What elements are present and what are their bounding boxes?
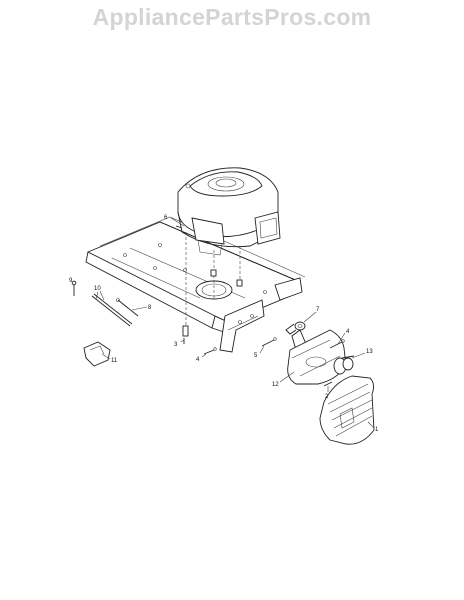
callout-1: 1 <box>375 427 379 433</box>
rod-part-8 <box>116 298 139 317</box>
screw-part-4-upper <box>329 339 345 349</box>
screw-part-2 <box>323 381 333 387</box>
bracket-part-11 <box>83 341 111 367</box>
leader-lines <box>99 217 375 429</box>
callout-9: 9 <box>69 278 73 284</box>
callout-3: 3 <box>174 342 178 348</box>
screw-part-4-lower <box>203 347 217 355</box>
callout-2: 2 <box>325 394 329 400</box>
callout-8: 8 <box>148 305 152 311</box>
spark-arrestor-part-13 <box>333 355 355 375</box>
muffler-part-12 <box>287 329 347 385</box>
callout-labels: 6 9 10 8 11 3 4 5 7 4 13 12 2 1 <box>69 215 379 433</box>
callout-13: 13 <box>366 349 373 355</box>
screw-part-5 <box>261 337 277 347</box>
callout-11: 11 <box>111 358 118 364</box>
callout-12: 12 <box>272 382 279 388</box>
callout-6: 6 <box>164 215 168 221</box>
callout-4-upper: 4 <box>346 329 350 335</box>
site-watermark: AppliancePartsPros.com <box>92 4 372 30</box>
callout-5: 5 <box>254 353 258 359</box>
gasket-part-7 <box>285 321 306 335</box>
bolt-part-9 <box>71 280 77 296</box>
callout-4-lower: 4 <box>196 357 200 363</box>
rod-part-10 <box>91 291 133 327</box>
heat-shield-part-1 <box>319 375 375 445</box>
mounting-guides <box>182 232 243 337</box>
callout-10: 10 <box>94 286 101 292</box>
callout-7: 7 <box>316 307 320 313</box>
engine <box>175 167 281 256</box>
